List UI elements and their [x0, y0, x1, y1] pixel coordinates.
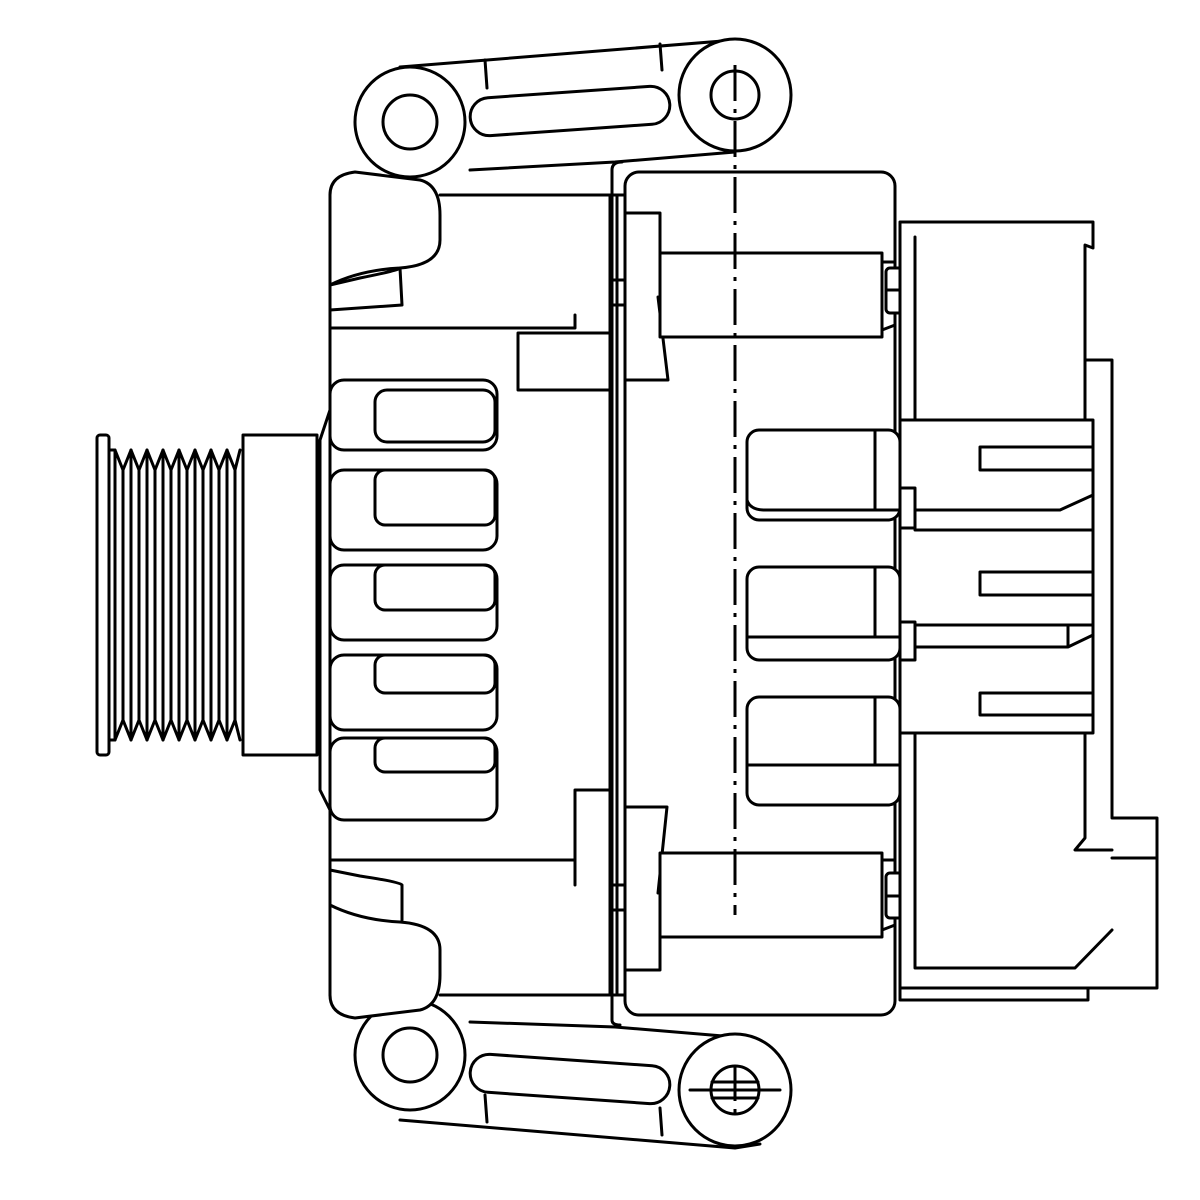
through-bolt-bottom	[658, 851, 884, 939]
bottom-mounting-bracket	[353, 998, 793, 1150]
pulley	[95, 433, 319, 757]
rear-housing	[623, 170, 910, 1017]
stator-ring	[608, 160, 627, 1027]
cooling-fins	[328, 378, 499, 822]
regulator-connector	[898, 220, 1159, 1002]
through-bolt-top	[658, 251, 884, 339]
terminal-block	[516, 331, 612, 392]
top-mounting-bracket	[353, 37, 793, 179]
